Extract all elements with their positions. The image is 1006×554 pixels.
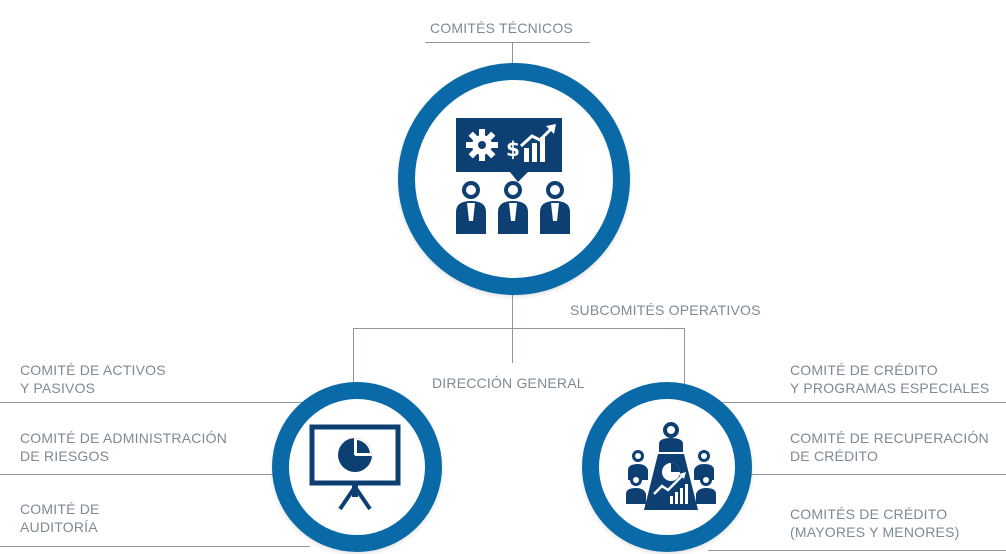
right-item-1-line1: COMITÉ DE CRÉDITO bbox=[790, 362, 938, 378]
left-item-line-2 bbox=[0, 474, 300, 475]
meeting-table-icon bbox=[626, 422, 716, 510]
right-item-line-1 bbox=[700, 402, 1006, 403]
right-item-2: COMITÉ DE RECUPERACIÓN DE CRÉDITO bbox=[790, 429, 989, 465]
right-item-line-3 bbox=[708, 550, 1006, 551]
left-item-1: COMITÉ DE ACTIVOS Y PASIVOS bbox=[20, 361, 166, 397]
left-item-line-3 bbox=[0, 546, 310, 547]
right-item-3-line2: (MAYORES Y MENORES) bbox=[790, 524, 960, 540]
top-label: COMITÉS TÉCNICOS bbox=[430, 20, 573, 36]
right-item-2-line1: COMITÉ DE RECUPERACIÓN bbox=[790, 430, 989, 446]
left-item-1-line1: COMITÉ DE ACTIVOS bbox=[20, 362, 166, 378]
right-item-3: COMITÉS DE CRÉDITO (MAYORES Y MENORES) bbox=[790, 505, 960, 541]
right-item-1: COMITÉ DE CRÉDITO Y PROGRAMAS ESPECIALES bbox=[790, 361, 989, 397]
left-item-3-line1: COMITÉ DE bbox=[20, 501, 100, 517]
horizontal-branch-connector bbox=[353, 328, 685, 329]
direction-label: DIRECCIÓN GENERAL bbox=[432, 375, 585, 391]
left-item-3-line2: AUDITORÍA bbox=[20, 519, 98, 535]
subcommittees-label: SUBCOMITÉS OPERATIVOS bbox=[570, 302, 761, 318]
left-item-line-1 bbox=[0, 402, 320, 403]
svg-text:$: $ bbox=[506, 137, 520, 161]
top-label-underline bbox=[425, 42, 590, 43]
right-item-3-line1: COMITÉS DE CRÉDITO bbox=[790, 506, 948, 522]
right-branch-connector bbox=[684, 328, 685, 388]
left-item-2-line1: COMITÉ DE ADMINISTRACIÓN bbox=[20, 430, 228, 446]
right-item-2-line2: DE CRÉDITO bbox=[790, 448, 879, 464]
left-item-2: COMITÉ DE ADMINISTRACIÓN DE RIESGOS bbox=[20, 429, 227, 465]
committee-meeting-icon: $ bbox=[456, 118, 570, 234]
right-item-line-2 bbox=[712, 474, 1006, 475]
left-item-2-line2: DE RIESGOS bbox=[20, 448, 110, 464]
left-branch-connector bbox=[353, 328, 354, 388]
presentation-pie-chart-icon bbox=[309, 424, 401, 511]
left-item-3: COMITÉ DE AUDITORÍA bbox=[20, 500, 100, 536]
right-item-1-line2: Y PROGRAMAS ESPECIALES bbox=[790, 380, 990, 396]
left-item-1-line2: Y PASIVOS bbox=[20, 380, 96, 396]
